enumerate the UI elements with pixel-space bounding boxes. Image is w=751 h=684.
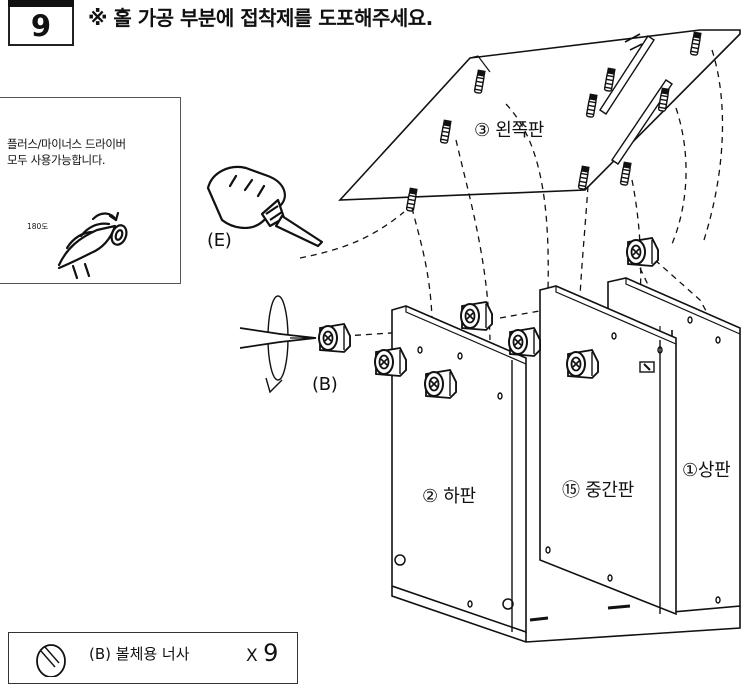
screwdriver-icon <box>239 295 317 394</box>
step-badge: 9 <box>8 0 74 46</box>
bolt-label: (B) <box>312 374 338 395</box>
glue-label: (E) <box>207 230 232 251</box>
quantity-prefix: X <box>246 646 258 666</box>
parts-description: (B) 볼체용 너사 <box>89 645 190 663</box>
parts-count-box: (B) 볼체용 너사 X 9 <box>8 632 298 684</box>
left-panel-label: ③ 왼쪽판 <box>474 120 545 141</box>
left-panel-drawing <box>338 29 741 213</box>
hand-turning-icon <box>57 211 128 280</box>
bottom-panel-label: ② 하판 <box>422 486 476 507</box>
rotation-degree-label: 180도 <box>27 222 49 231</box>
instruction-text: ※ 홀 가공 부분에 접착제를 도포해주세요. <box>88 6 433 30</box>
quantity-number: 9 <box>263 639 279 667</box>
middle-panel-label: ⑮ 중간판 <box>562 480 634 501</box>
cam-lock-icon <box>36 644 66 677</box>
top-panel-label: ①상판 <box>682 460 731 481</box>
note-text: 플러스/마이너스 드라이버 모두 사용가능합니다. <box>7 137 126 167</box>
screwdriver-note-box: 플러스/마이너스 드라이버 모두 사용가능합니다. 180도 <box>0 97 181 284</box>
step-number: 9 <box>30 9 52 43</box>
step-badge-tab <box>8 0 74 7</box>
assembly-diagram <box>206 29 741 643</box>
parts-quantity: X 9 <box>246 639 278 667</box>
glue-bottle-icon <box>206 165 324 248</box>
middle-panel-drawing <box>539 285 677 616</box>
